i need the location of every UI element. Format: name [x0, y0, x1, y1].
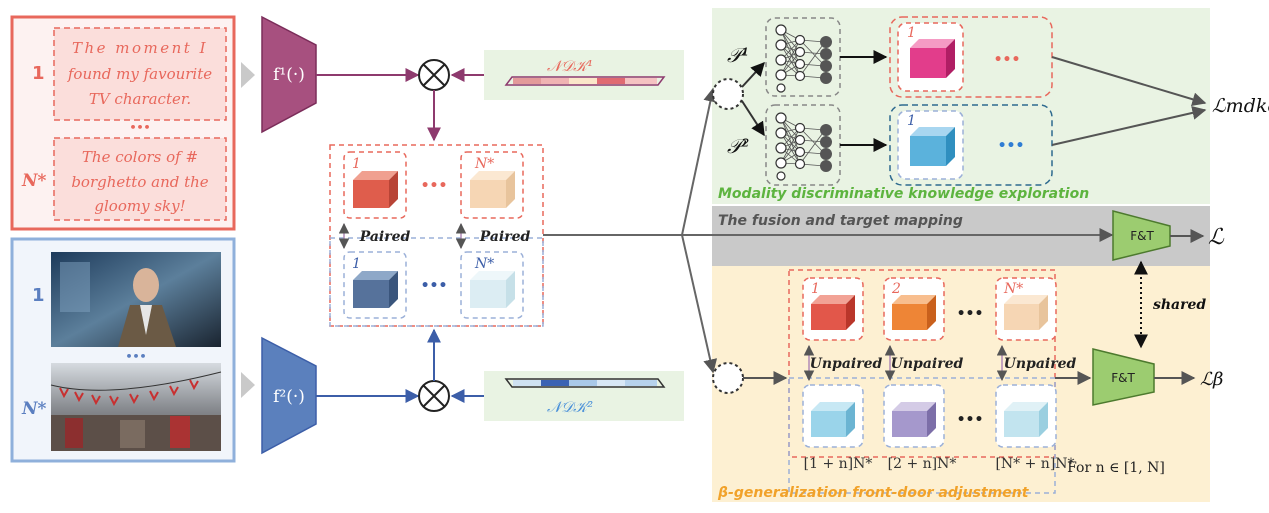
mdke-loss-label: ℒmdke — [1212, 95, 1269, 117]
beta-loss-label: ℒβ — [1200, 369, 1223, 390]
beta-index-2: [2 + n]N* — [888, 456, 957, 472]
unpaired-label-n: Unpaired — [1004, 356, 1077, 372]
text-ellipsis: ••• — [129, 121, 150, 134]
paired-red-ellipsis: ••• — [421, 178, 448, 194]
text-row1-line2: found my favourite — [67, 65, 212, 83]
paired-cube-image-1 — [353, 271, 398, 308]
beta-index-1: [1 + n]N* — [804, 456, 873, 472]
text-dk-bar: 𝒩𝒟𝒦¹ — [484, 50, 684, 100]
image-encoder-label: f²(·) — [273, 387, 305, 407]
text-row1-line1: The moment I — [72, 39, 208, 57]
text-multiply-icon — [418, 59, 450, 91]
p2-label: 𝒫² — [727, 134, 749, 158]
mdke-red-ellipsis: ••• — [994, 52, 1021, 68]
mdke-blue-ellipsis: ••• — [998, 138, 1025, 154]
for-n-range: For n ∈ [1, N] — [1067, 460, 1165, 476]
beta-cube-image-1 — [811, 402, 855, 437]
text-input-panel: 1 N* The moment I found my favourite TV … — [10, 15, 236, 231]
mdke-branch-node — [712, 78, 744, 110]
beta-ft-label: F&T — [1111, 371, 1135, 385]
mdke-caption: Modality discriminative knowledge explor… — [718, 186, 1089, 202]
text-encoder-label: f¹(·) — [273, 65, 305, 85]
paired-image-n-label: N* — [474, 256, 494, 272]
fusion-caption: The fusion and target mapping — [718, 213, 963, 229]
mdke-image-1-label: 1 — [907, 113, 916, 129]
beta-caption: β-generalization front-door adjustment — [717, 485, 1030, 501]
text-encoder: f¹(·) — [261, 15, 317, 134]
image-ellipsis: ••• — [125, 350, 146, 363]
mdke-text-features: 1 ••• — [889, 16, 1053, 98]
image-rowN-index: N* — [21, 399, 47, 419]
beta-red-ellipsis: ••• — [957, 306, 984, 322]
image-input-chevron-icon — [241, 372, 255, 398]
text-input-chevron-icon — [241, 62, 255, 88]
photo-tv-character — [51, 252, 221, 347]
image-dk-label: 𝒩𝒟𝒦² — [547, 398, 593, 416]
beta-label-2: 2 — [891, 281, 901, 297]
beta-cube-text-n — [1004, 295, 1048, 330]
beta-ft-block: F&T — [1092, 348, 1155, 406]
mdke-text-1-label: 1 — [907, 25, 916, 41]
beta-blue-ellipsis: ••• — [957, 412, 984, 428]
p1-label: 𝒫¹ — [727, 43, 749, 67]
photo-borghetto — [50, 363, 222, 451]
image-multiply-icon — [418, 380, 450, 412]
paired-text-n-label: N* — [474, 156, 494, 172]
unpaired-label-2: Unpaired — [891, 356, 964, 372]
beta-cube-image-2 — [892, 402, 936, 437]
paired-label-left: Paired — [359, 229, 411, 245]
beta-branch-node — [712, 362, 744, 394]
paired-text-1-label: 1 — [352, 156, 361, 172]
beta-index-n: [N* + n]N* — [995, 456, 1074, 472]
fusion-ft-block: F&T — [1112, 210, 1171, 261]
text-row1-line3: TV character. — [89, 90, 191, 108]
fusion-ft-label: F&T — [1130, 229, 1154, 243]
beta-label-1: 1 — [811, 281, 820, 297]
text-rowN-line1: The colors of # — [82, 148, 198, 166]
p1-network-icon — [765, 17, 841, 97]
text-rowN-index: N* — [21, 171, 47, 191]
text-rowN-line3: gloomy sky! — [94, 197, 185, 215]
paired-cube-image-n — [470, 271, 515, 308]
text-row1-index: 1 — [32, 63, 45, 84]
image-encoder: f²(·) — [261, 336, 317, 455]
paired-blue-ellipsis: ••• — [421, 278, 448, 294]
p2-network-icon — [765, 104, 841, 186]
paired-cube-text-n — [470, 171, 515, 208]
beta-cube-text-1 — [811, 295, 855, 330]
beta-label-n: N* — [1003, 281, 1023, 297]
image-dk-bar: 𝒩𝒟𝒦² — [484, 371, 684, 421]
text-rowN-line2: borghetto and the — [71, 173, 208, 191]
shared-label: shared — [1153, 297, 1206, 313]
image-input-panel: 1 N* ••• — [10, 237, 236, 463]
text-dk-label: 𝒩𝒟𝒦¹ — [547, 57, 593, 75]
image-row1-index: 1 — [32, 285, 45, 306]
beta-cube-image-n — [1004, 402, 1048, 437]
fusion-loss-label: ℒ — [1208, 225, 1225, 250]
beta-features-box: 1 2 N* ••• ••• Unpaired Unpaired Unpaire… — [788, 269, 1077, 494]
beta-cube-text-2 — [892, 295, 936, 330]
unpaired-label-1: Unpaired — [810, 356, 883, 372]
paired-image-1-label: 1 — [352, 256, 361, 272]
paired-features-box: 1 N* 1 N* ••• ••• Paired Paired — [329, 144, 544, 327]
paired-cube-text-1 — [353, 171, 398, 208]
paired-label-right: Paired — [479, 229, 531, 245]
